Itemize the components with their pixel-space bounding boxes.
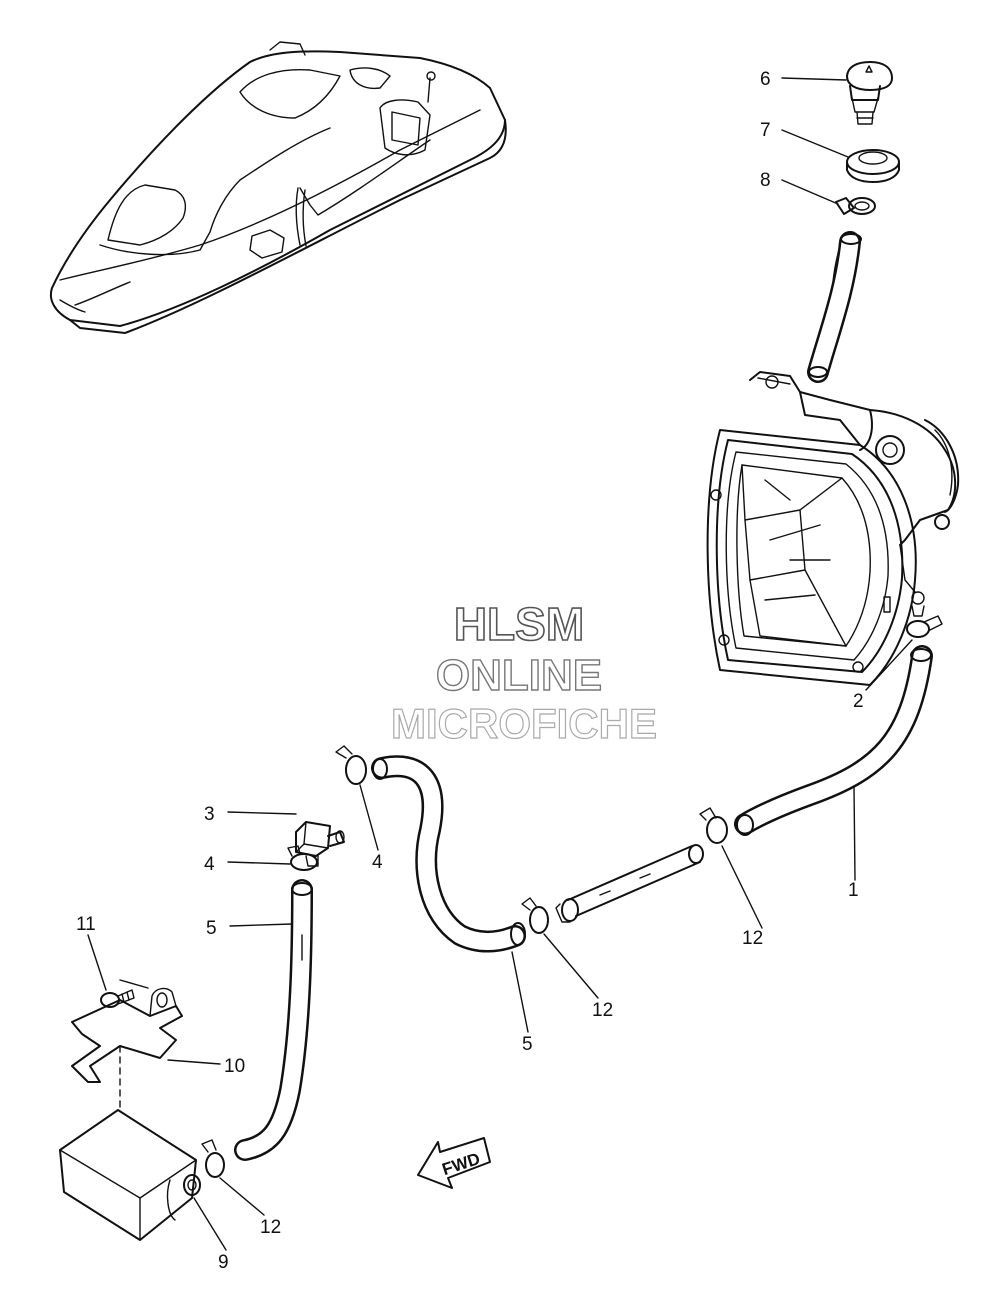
watercraft-overview (50, 41, 507, 334)
callout-5-center: 5 (522, 1034, 533, 1055)
callout-12-middle: 12 (592, 1000, 613, 1021)
callout-12-lower: 12 (260, 1217, 281, 1238)
callout-4-left: 4 (204, 854, 215, 875)
callout-6: 6 (760, 69, 771, 90)
part-8-clamp (835, 197, 876, 215)
part-6-cap (846, 61, 893, 125)
part-3-valve (295, 821, 345, 867)
callout-4-center: 4 (372, 852, 383, 873)
part-10-bracket (71, 979, 183, 1083)
callout-12-right: 12 (742, 928, 763, 949)
part-7-grommet (846, 149, 900, 183)
part-12-clamp-lower (201, 1139, 225, 1178)
part-11-screw (100, 989, 135, 1008)
part-5-hose-left (234, 879, 313, 1161)
part-4-clamp-lower (287, 845, 318, 871)
callout-3: 3 (204, 804, 215, 825)
fwd-arrow: FWD (417, 1137, 491, 1189)
callout-1: 1 (848, 880, 859, 901)
jet-pump-housing (706, 371, 960, 686)
part-12-clamp-middle (521, 897, 549, 934)
part-12-clamp-right (699, 807, 728, 844)
fwd-label: FWD (440, 1149, 483, 1179)
callout-7: 7 (760, 120, 771, 141)
callout-8: 8 (760, 170, 771, 191)
connecting-pipe (555, 844, 704, 923)
callout-10: 10 (224, 1056, 245, 1077)
leader-lines (87, 77, 913, 1251)
callout-numbers: 6 7 8 2 3 4 4 1 5 12 11 12 5 10 12 9 (76, 69, 864, 1273)
watermark-line-1: HLSM (454, 598, 584, 650)
callout-2: 2 (853, 691, 864, 712)
upper-hose (807, 231, 862, 383)
watermark-line-2: ONLINE (436, 651, 602, 700)
part-9-box (59, 1109, 201, 1241)
part-4-clamp-upper (335, 745, 367, 785)
callout-11: 11 (76, 914, 96, 935)
part-5-hose-center (371, 755, 526, 953)
part-2-clamp (906, 615, 943, 638)
part-1-hose (734, 645, 933, 836)
callout-5-left: 5 (206, 918, 217, 939)
callout-9: 9 (218, 1252, 229, 1273)
watermark: HLSM ONLINE MICROFICHE (390, 597, 657, 747)
watermark-line-3: MICROFICHE (391, 700, 657, 747)
